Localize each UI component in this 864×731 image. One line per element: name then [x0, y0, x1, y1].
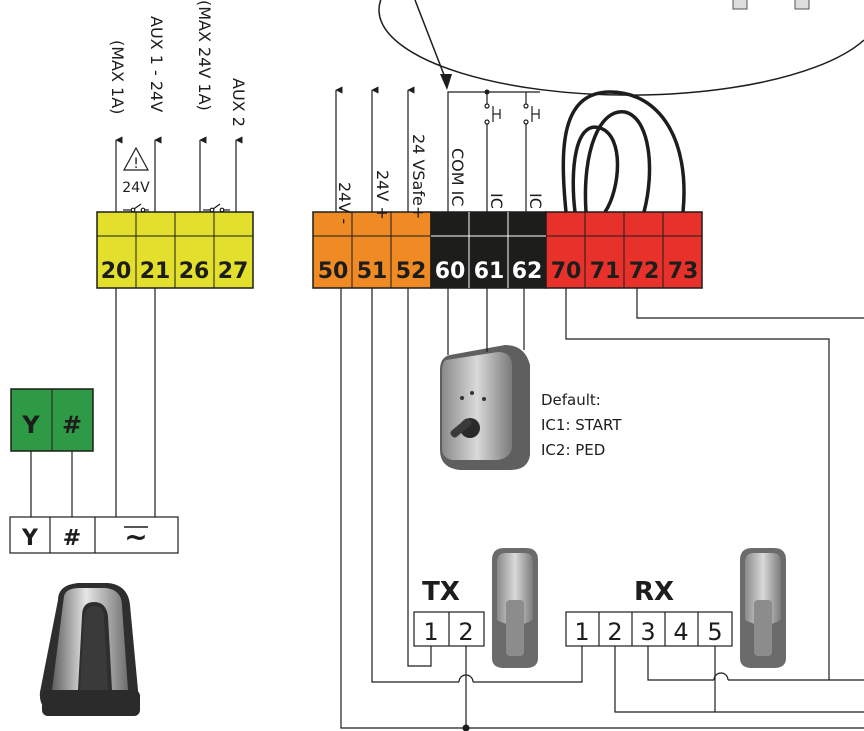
terminal-26: 26 [179, 259, 210, 284]
key-selector-icon [440, 345, 530, 470]
rx-terminal-3: 3 [640, 618, 655, 646]
ic1-start-label: IC1: START [541, 416, 622, 434]
terminal-70: 70 [551, 259, 582, 284]
default-label: Default: [541, 391, 601, 409]
label-ic2: IC 2 [526, 193, 545, 224]
relay-contact-icon [123, 203, 149, 213]
terminal-73: 73 [668, 259, 699, 284]
jumper-loops [561, 90, 686, 213]
tx-title: TX [422, 577, 460, 607]
terminal-61: 61 [474, 259, 505, 284]
rx-terminal-2: 2 [607, 618, 622, 646]
tx-terminal-1: 1 [423, 618, 438, 646]
label-24v-minus: 24V - [335, 182, 354, 224]
rx-terminal-5: 5 [707, 618, 722, 646]
terminal-60: 60 [435, 259, 466, 284]
push-button-icon-ic2 [523, 103, 540, 125]
green-terminal-y: Y [21, 411, 40, 439]
warning-icon: ! [122, 146, 150, 172]
terminal-62: 62 [512, 259, 543, 284]
label-aux2: AUX 2 [229, 78, 248, 127]
detail-pointer [414, 0, 447, 81]
lamp-terminal-hash: # [63, 526, 81, 551]
label-ic1: IC 1 [487, 193, 506, 224]
green-terminal-block: Y # [10, 388, 94, 452]
flashing-lamp-icon [39, 583, 140, 716]
terminal-21: 21 [140, 259, 171, 284]
label-max-1a: (MAX 1A) [108, 40, 127, 114]
terminal-51: 51 [357, 259, 388, 284]
green-terminal-hash: # [62, 411, 82, 439]
terminal-50: 50 [318, 259, 349, 284]
lamp-terminal-ac: ~ [124, 520, 147, 553]
rx-terminal-4: 4 [673, 618, 688, 646]
label-max-24v: (MAX 24V 1A) [195, 0, 214, 111]
terminal-52: 52 [396, 259, 427, 284]
label-24v: 24V [122, 180, 150, 196]
photocell-rx-icon [740, 548, 786, 668]
terminal-72: 72 [629, 259, 660, 284]
main-terminal-block: 50 51 52 60 61 62 70 71 72 73 [312, 211, 703, 289]
tx-terminal-2: 2 [458, 618, 473, 646]
lamp-terminal-block: Y # ~ [9, 516, 179, 554]
label-com-ic: COM IC [448, 148, 467, 207]
rx-terminal-block: 1 2 3 4 5 [565, 611, 733, 647]
left-terminal-block: 20 21 26 27 [96, 211, 254, 289]
rx-terminal-1: 1 [574, 618, 589, 646]
detail-circle [378, 0, 864, 96]
ic2-ped-label: IC2: PED [541, 441, 605, 459]
label-24v-plus: 24V + [373, 170, 392, 220]
push-button-icon-ic1 [484, 103, 501, 125]
terminal-71: 71 [590, 259, 621, 284]
terminal-27: 27 [218, 259, 249, 284]
terminal-20: 20 [101, 259, 132, 284]
relay-contact-icon-2 [203, 203, 230, 213]
wiring [340, 288, 864, 729]
label-24v-safe: 24 VSafe+ [409, 134, 428, 219]
lamp-terminal-y: Y [21, 526, 39, 551]
svg-text:!: ! [133, 156, 139, 172]
photocell-tx-icon [492, 548, 538, 668]
wire-junction [462, 724, 470, 731]
label-aux1: AUX 1 - 24V [147, 16, 166, 112]
rx-title: RX [634, 577, 674, 607]
tx-terminal-block: 1 2 [413, 611, 485, 647]
